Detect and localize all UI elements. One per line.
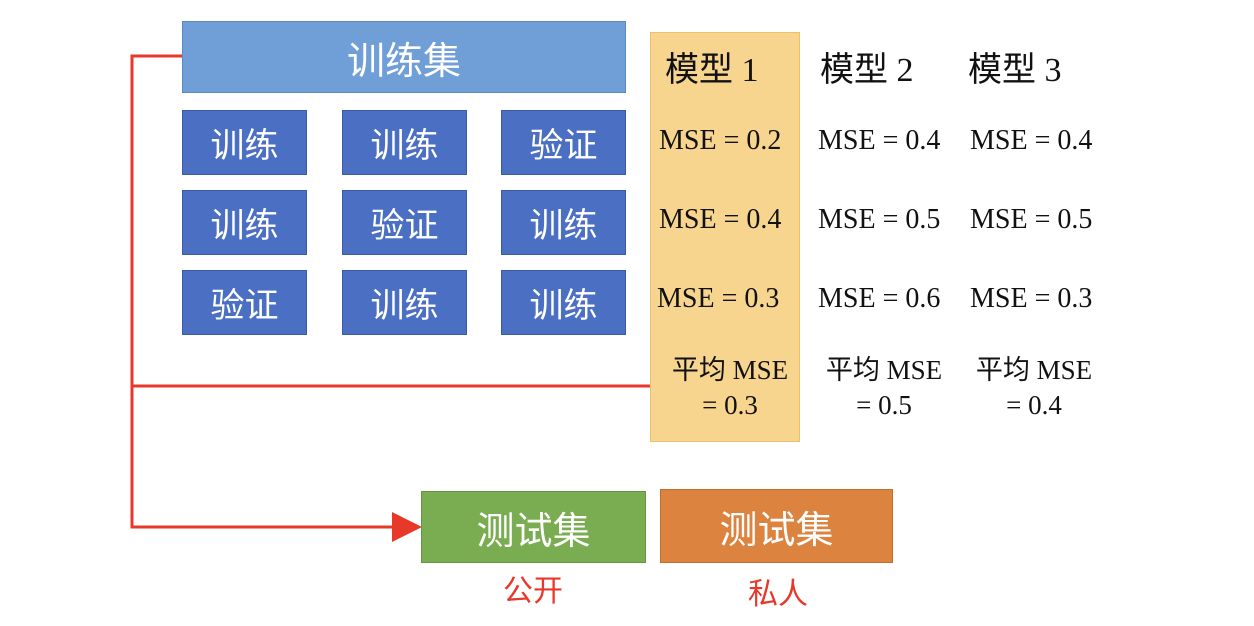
avg-label: 平均 MSE [825,355,943,385]
fold-label: 验证 [210,286,279,326]
fold-r1-c3: 验证 [501,110,626,175]
fold-label: 训练 [370,126,439,166]
fold-r2-c3: 训练 [501,190,626,255]
avg-value: = 0.4 [1006,390,1062,420]
fold-label: 训练 [210,126,279,166]
public-test-set-label: 测试集 [476,508,591,553]
model-3-mse-fold-2: MSE = 0.5 [970,204,1093,235]
model-3-mse-fold-1: MSE = 0.4 [970,125,1093,156]
avg-value: = 0.5 [856,390,912,420]
avg-label: 平均 MSE [671,355,789,385]
fold-label: 训练 [210,206,279,246]
model-1-mse-fold-2: MSE = 0.4 [659,204,782,235]
private-test-set-box: 测试集 [660,489,893,563]
private-test-set-label: 测试集 [719,507,834,552]
fold-r1-c1: 训练 [182,110,307,175]
model-2-avg-mse: 平均 MSE = 0.5 [814,353,954,423]
public-label: 公开 [503,574,563,609]
fold-r1-c2: 训练 [342,110,467,175]
train-set-label: 训练集 [346,38,461,83]
avg-label: 平均 MSE [975,355,1093,385]
fold-r3-c2: 训练 [342,270,467,335]
train-set-box: 训练集 [182,21,626,93]
model-1-mse-fold-1: MSE = 0.2 [659,125,782,156]
fold-r3-c3: 训练 [501,270,626,335]
model-3-avg-mse: 平均 MSE = 0.4 [964,353,1104,423]
fold-label: 训练 [370,286,439,326]
model-2-header: 模型 2 [820,52,914,89]
model-2-mse-fold-1: MSE = 0.4 [818,125,941,156]
fold-r3-c1: 验证 [182,270,307,335]
model-3-header: 模型 3 [968,52,1062,89]
model-2-mse-fold-3: MSE = 0.6 [818,283,941,314]
fold-label: 训练 [529,206,598,246]
model-1-avg-mse: 平均 MSE = 0.3 [660,353,800,423]
best-model-highlight [650,32,800,442]
model-1-mse-fold-3: MSE = 0.3 [657,283,780,314]
fold-r2-c2: 验证 [342,190,467,255]
public-test-set-box: 测试集 [421,491,646,563]
private-label: 私人 [748,577,808,612]
fold-label: 验证 [370,206,439,246]
fold-label: 训练 [529,286,598,326]
model-3-mse-fold-3: MSE = 0.3 [970,283,1093,314]
model-2-mse-fold-2: MSE = 0.5 [818,204,941,235]
avg-value: = 0.3 [702,390,758,420]
model-1-header: 模型 1 [665,52,759,89]
train-to-test-arrow [130,54,422,542]
fold-r2-c1: 训练 [182,190,307,255]
fold-label: 验证 [529,126,598,166]
